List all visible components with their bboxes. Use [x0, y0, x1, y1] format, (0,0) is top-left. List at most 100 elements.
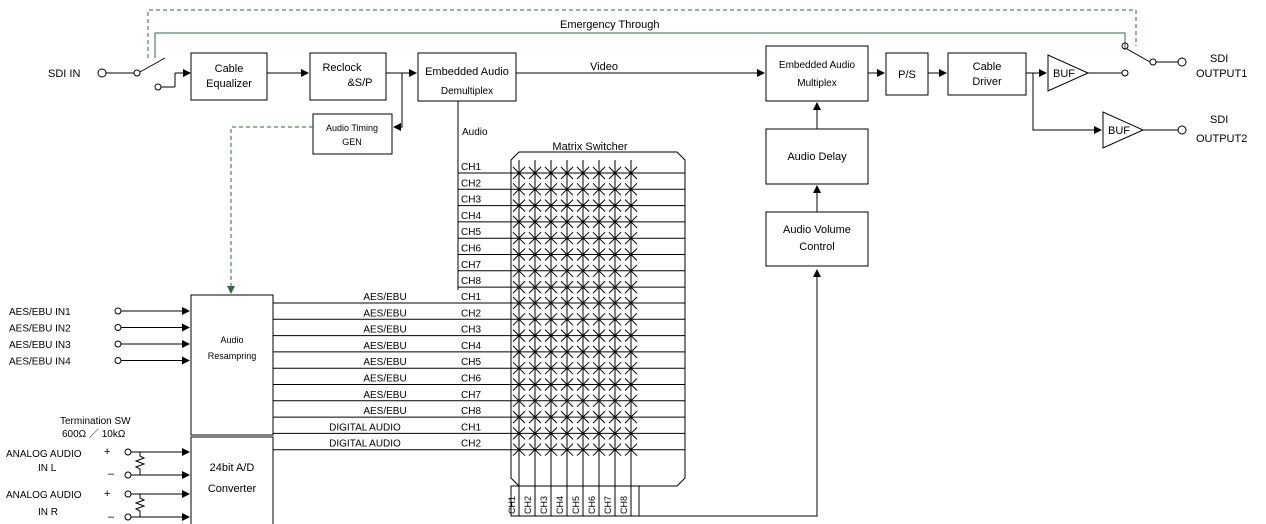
analog-r-line2: IN R	[38, 507, 58, 518]
audio-demux-line1: Embedded Audio	[425, 66, 509, 78]
aes-line-label-3: AES/EBU	[363, 325, 406, 336]
audio-resampring-line2: Resampring	[208, 351, 257, 361]
audio-delay-block	[765, 128, 869, 185]
analog-r-plus: +	[104, 488, 110, 500]
aes-line-ch-5: CH5	[461, 357, 481, 368]
matrix-switcher-title: Matrix Switcher	[552, 141, 628, 153]
emergency-through-line	[154, 32, 1126, 58]
audio-timing-gen-block	[312, 113, 393, 155]
cable-driver-line1: Cable	[973, 61, 1002, 73]
input-switch	[139, 57, 166, 73]
sdi-out1-line1: SDI	[1210, 53, 1228, 65]
aes-line-ch-1: CH1	[461, 292, 481, 303]
digital-line-label-1: DIGITAL AUDIO	[329, 422, 401, 433]
aes-line-label-2: AES/EBU	[363, 308, 406, 319]
sdi-in-label: SDI IN	[48, 68, 80, 80]
aes-line-ch-8: CH8	[461, 406, 481, 417]
digital-line-label-2: DIGITAL AUDIO	[329, 439, 401, 450]
analog-l-resistor	[134, 452, 146, 475]
audio-demux-block	[417, 52, 517, 102]
output-switch	[1126, 48, 1151, 63]
digital-line-ch-2: CH2	[461, 439, 481, 450]
cable-driver-line2: Driver	[972, 76, 1002, 88]
sdi-out2-line2: OUTPUT2	[1196, 133, 1247, 145]
sdi-out1-line2: OUTPUT1	[1196, 68, 1247, 80]
matrix-column-label-8: CH8	[619, 496, 629, 514]
termination-label: Termination SW	[60, 416, 131, 427]
audio-label: Audio	[462, 127, 488, 138]
analog-l-line2: IN L	[38, 463, 57, 474]
aes-line-label-6: AES/EBU	[363, 374, 406, 385]
analog-r-minus-terminal	[124, 513, 132, 521]
audio-mux-line2: Multiplex	[797, 78, 836, 89]
ad-converter-block	[190, 436, 274, 524]
sdi-in-terminal	[97, 68, 107, 78]
audio-mux-block	[765, 45, 869, 102]
matrix-column-label-4: CH4	[555, 496, 565, 514]
audio-mux-line1: Embedded Audio	[779, 60, 856, 71]
cable-equalizer-line1: Cable	[215, 63, 244, 75]
sdi-out2-terminal	[1177, 125, 1187, 135]
audio-row-label-5: CH5	[461, 227, 481, 238]
buffer1-triangle	[1047, 54, 1090, 92]
sdi-out2-line1: SDI	[1210, 114, 1228, 126]
audio-demux-line2: Demultiplex	[441, 86, 493, 97]
analog-r-plus-terminal	[124, 490, 132, 498]
buffer1-label: BUF	[1053, 68, 1075, 80]
buffer2-label: BUF	[1108, 125, 1130, 137]
aes-line-ch-6: CH6	[461, 374, 481, 385]
aes-input-terminal-2	[114, 324, 122, 331]
cable-equalizer-block	[190, 52, 268, 101]
audio-resampring-line1: Audio	[220, 335, 243, 345]
audio-row-label-7: CH7	[461, 260, 481, 271]
reclock-line2: &S/P	[347, 77, 372, 89]
matrix-column-label-3: CH3	[539, 496, 549, 514]
analog-l-plus-terminal	[124, 448, 132, 456]
aes-input-terminal-1	[114, 307, 122, 315]
cable-equalizer-line2: Equalizer	[206, 78, 252, 90]
emergency-dashed-link	[147, 9, 1137, 58]
video-label: Video	[590, 61, 618, 73]
ps-label: P/S	[898, 69, 916, 81]
analog-l-minus-terminal	[124, 471, 132, 479]
analog-r-minus: –	[108, 511, 115, 523]
ps-block	[885, 52, 929, 96]
aes-line-label-8: AES/EBU	[363, 406, 406, 417]
aes-line-ch-4: CH4	[461, 341, 481, 352]
audio-row-label-6: CH6	[461, 244, 481, 255]
aes-input-label-4: AES/EBU IN4	[9, 357, 71, 368]
aes-line-ch-3: CH3	[461, 325, 481, 336]
aes-input-terminal-3	[114, 340, 122, 348]
audio-volume-block	[765, 211, 869, 267]
digital-line-ch-1: CH1	[461, 422, 481, 433]
analog-l-minus: –	[108, 468, 115, 480]
timing-dashed-link	[227, 126, 313, 294]
aes-line-ch-2: CH2	[461, 308, 481, 319]
aes-input-label-3: AES/EBU IN3	[9, 340, 71, 351]
aes-input-label-2: AES/EBU IN2	[9, 324, 71, 335]
audio-row-label-4: CH4	[461, 211, 481, 222]
aes-line-label-5: AES/EBU	[363, 357, 406, 368]
reclock-block	[309, 52, 387, 101]
cable-driver-block	[947, 52, 1027, 96]
matrix-column-label-box	[510, 485, 640, 517]
termination-values: 600Ω ／ 10kΩ	[62, 428, 126, 440]
reclock-line1: Reclock	[322, 62, 362, 74]
aes-line-ch-7: CH7	[461, 390, 481, 401]
audio-volume-line1: Audio Volume	[783, 224, 851, 236]
emergency-through-label: Emergency Through	[560, 19, 659, 31]
audio-row-label-1: CH1	[461, 162, 481, 173]
aes-line-label-1: AES/EBU	[363, 292, 406, 303]
matrix-column-label-6: CH6	[587, 496, 597, 514]
aes-line-label-4: AES/EBU	[363, 341, 406, 352]
matrix-column-label-7: CH7	[603, 496, 613, 514]
analog-r-resistor	[134, 494, 146, 517]
buffer2-triangle	[1102, 111, 1145, 149]
analog-l-line1: ANALOG AUDIO	[6, 449, 82, 460]
